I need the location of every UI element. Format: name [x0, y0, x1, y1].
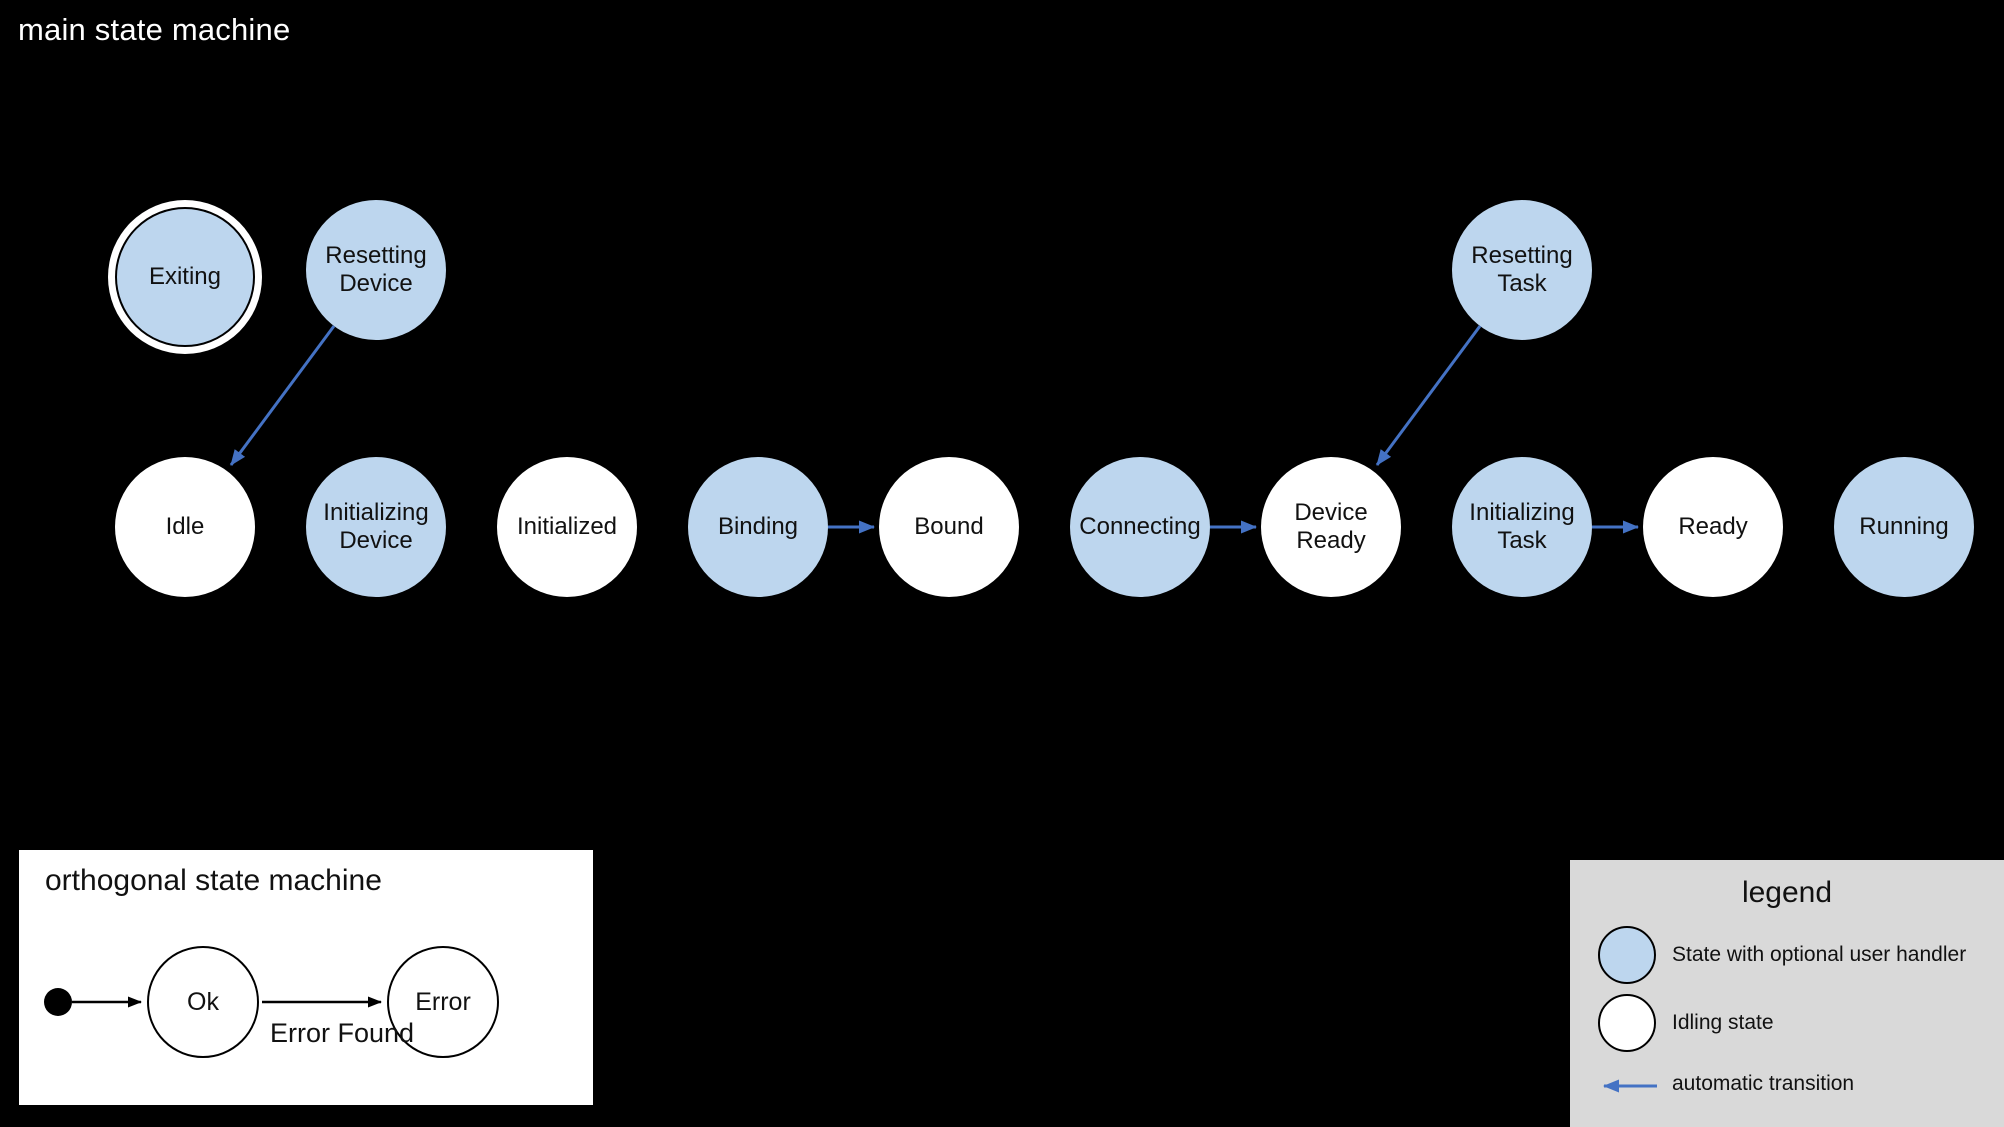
- legend-item-label: automatic transition: [1672, 1072, 1855, 1095]
- state-error: Error: [387, 946, 499, 1058]
- state-label: Device Ready: [1294, 498, 1368, 554]
- state-device-ready: Device Ready: [1261, 457, 1401, 597]
- state-label: Resetting Task: [1471, 241, 1573, 297]
- state-resetting-task: Resetting Task: [1452, 200, 1592, 340]
- state-label: Binding: [717, 512, 799, 540]
- legend-panel: legend State with optional user handler …: [1570, 860, 2004, 1127]
- state-binding: Binding: [688, 457, 828, 597]
- legend-item-idling-state: Idling state: [1598, 994, 1774, 1052]
- state-idle: Idle: [115, 457, 255, 597]
- orthogonal-machine-panel: orthogonal state machine Ok Error Error …: [19, 850, 593, 1105]
- state-connecting: Connecting: [1070, 457, 1210, 597]
- state-ok: Ok: [147, 946, 259, 1058]
- state-initialized: Initialized: [497, 457, 637, 597]
- state-running: Running: [1834, 457, 1974, 597]
- legend-item-label: Idling state: [1672, 1011, 1774, 1034]
- state-exiting: Exiting: [115, 207, 255, 347]
- state-label: Ready: [1678, 512, 1748, 540]
- state-label: Initialized: [516, 512, 618, 540]
- legend-title: legend: [1741, 876, 1833, 909]
- idling-state-swatch-icon: [1598, 994, 1656, 1052]
- state-initializing-device: Initializing Device: [306, 457, 446, 597]
- state-initializing-task: Initializing Task: [1452, 457, 1592, 597]
- initial-state-dot: [44, 988, 72, 1016]
- state-bound: Bound: [879, 457, 1019, 597]
- handler-state-swatch-icon: [1598, 926, 1656, 984]
- transition-resetting-task-to-device-ready: [1375, 325, 1482, 466]
- legend-item-label: State with optional user handler: [1672, 943, 1967, 966]
- legend-item-automatic-transition: automatic transition: [1598, 1072, 1854, 1096]
- state-label: Error: [415, 987, 471, 1016]
- state-label: Running: [1859, 512, 1949, 540]
- main-machine-title: main state machine: [18, 12, 291, 47]
- automatic-transition-arrow-icon: [1598, 1072, 1656, 1096]
- state-label: Initializing Task: [1469, 498, 1575, 554]
- state-ready: Ready: [1643, 457, 1783, 597]
- state-label: Connecting: [1079, 512, 1201, 540]
- legend-item-handler-state: State with optional user handler: [1598, 926, 1966, 984]
- state-label: Resetting Device: [325, 241, 427, 297]
- transition-resetting-device-to-idle: [229, 325, 336, 466]
- state-resetting-device: Resetting Device: [306, 200, 446, 340]
- state-label: Idle: [165, 512, 205, 540]
- orthogonal-machine-title: orthogonal state machine: [45, 864, 382, 897]
- transition-label-error-found: Error Found: [269, 1018, 415, 1048]
- state-label: Exiting: [148, 262, 222, 290]
- state-label: Initializing Device: [323, 498, 429, 554]
- state-label: Ok: [187, 987, 219, 1016]
- state-label: Bound: [914, 512, 984, 540]
